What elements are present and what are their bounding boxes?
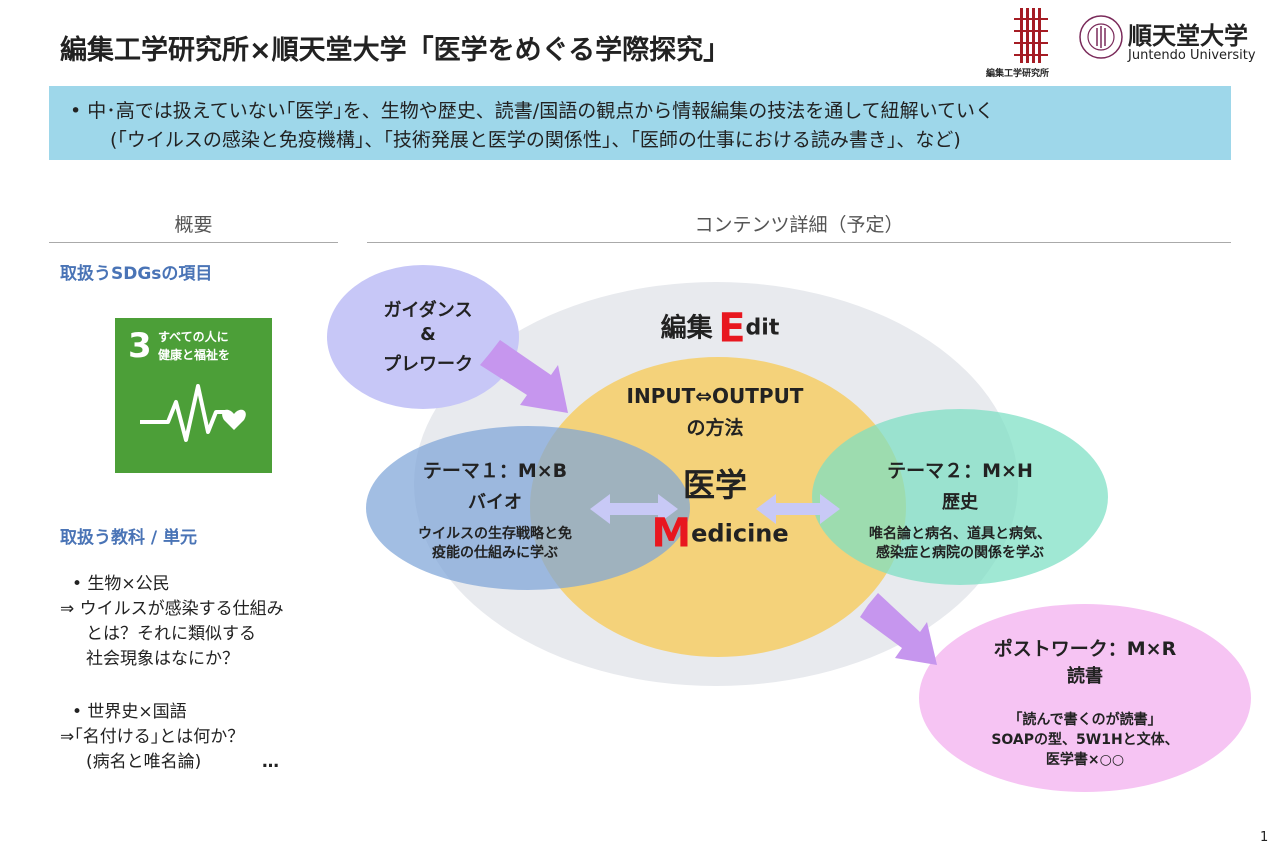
guidance-ellipse	[327, 265, 519, 409]
guidance-line-1: ガイダンス	[383, 300, 473, 321]
edit-label: 編集	[660, 313, 713, 344]
postwork-arrow	[860, 593, 937, 665]
medicine-rest: edicine	[691, 519, 789, 548]
banner-line-1: • 中･高では扱えていない｢医学｣を、生物や歴史、読書/国語の観点から情報編集の…	[70, 100, 995, 122]
sdg-3-tile	[115, 318, 272, 473]
subject-bullet-1: • 生物×公民	[72, 574, 170, 594]
guidance-line-2: &	[420, 324, 436, 345]
contents-diagram	[327, 265, 1251, 792]
overview-divider	[49, 242, 338, 243]
edit-initial: E	[718, 305, 746, 352]
edit-rest: dit	[745, 315, 780, 341]
contents-divider	[367, 242, 1231, 243]
medicine-initial: M	[651, 510, 692, 557]
postwork-desc-3: 医学書×○○	[1045, 752, 1125, 768]
summary-banner	[49, 86, 1231, 160]
guidance-line-3: プレワーク	[383, 354, 473, 375]
theme2-subtitle: 歴史	[942, 492, 978, 513]
subject-1-line-2: とは？それに類似する	[86, 624, 256, 644]
theme2-desc-2: 感染症と病院の関係を学ぶ	[876, 545, 1044, 561]
edit-title: 編集 Edit	[620, 306, 820, 351]
center-line-1: INPUT⇔OUTPUT	[626, 384, 804, 408]
sdgs-heading: 取扱うSDGsの項目	[60, 264, 213, 284]
theme1-desc-1: ウイルスの生存戦略と免	[418, 526, 572, 542]
theme2-double-arrow	[756, 494, 840, 524]
postwork-title: ポストワーク：M×R	[993, 638, 1177, 660]
university-name-en: Juntendo University	[1128, 48, 1256, 63]
postwork-subtitle: 読書	[1067, 666, 1103, 687]
subject-2-ellipsis: …	[262, 752, 279, 772]
theme1-title: テーマ１：M×B	[422, 460, 568, 482]
subjects-heading: 取扱う教科 / 単元	[60, 528, 198, 548]
theme1-double-arrow	[590, 494, 678, 524]
overview-heading: 概要	[174, 214, 213, 236]
contents-heading: コンテンツ詳細（予定）	[694, 214, 904, 236]
theme1-desc-2: 疫能の仕組みに学ぶ	[432, 545, 558, 561]
heartbeat-heart-icon	[140, 384, 246, 442]
sdg-number: 3	[128, 326, 152, 366]
postwork-desc-1: ｢読んで書くのが読書｣	[1015, 712, 1155, 728]
subject-2-line-2: (病名と唯名論)	[86, 752, 202, 772]
editorial-lab-logo	[1014, 8, 1048, 63]
theme2-desc-1: 唯名論と病名、道具と病気、	[869, 526, 1051, 542]
center-main: 医学	[682, 466, 747, 504]
banner-line-2: (｢ウイルスの感染と免疫機構｣、｢技術発展と医学の関係性｣、｢医師の仕事における…	[110, 129, 961, 151]
page-title: 編集工学研究所×順天堂大学「医学をめぐる学際探究」	[60, 35, 731, 66]
theme1-subtitle: バイオ	[468, 492, 522, 513]
subject-bullet-2: • 世界史×国語	[72, 702, 187, 722]
center-line-2: の方法	[686, 417, 744, 439]
center-medicine-ellipse	[530, 357, 906, 657]
juntendo-seal-icon	[1079, 15, 1123, 59]
medicine-word: Medicine	[600, 508, 840, 559]
sdg-text-line-1: すべての人に	[158, 330, 229, 344]
theme1-ellipse	[366, 426, 690, 590]
theme2-ellipse	[812, 409, 1108, 585]
subject-1-line-1: ⇒ ウイルスが感染する仕組み	[60, 599, 284, 619]
page-number: 1	[1260, 830, 1269, 845]
theme2-title: テーマ２：M×H	[887, 460, 1033, 482]
editorial-lab-name: 編集工学研究所	[986, 69, 1050, 79]
subject-1-line-3: 社会現象はなにか？	[86, 649, 239, 669]
subject-2-line-1: ⇒｢名付ける｣とは何か？	[60, 727, 245, 747]
university-name-jp: 順天堂大学	[1128, 22, 1248, 50]
postwork-ellipse	[919, 604, 1251, 792]
sdg-text-line-2: 健康と福祉を	[158, 348, 231, 362]
postwork-desc-2: SOAPの型、5W1Hと文体、	[991, 732, 1179, 748]
guidance-arrow	[480, 340, 568, 413]
